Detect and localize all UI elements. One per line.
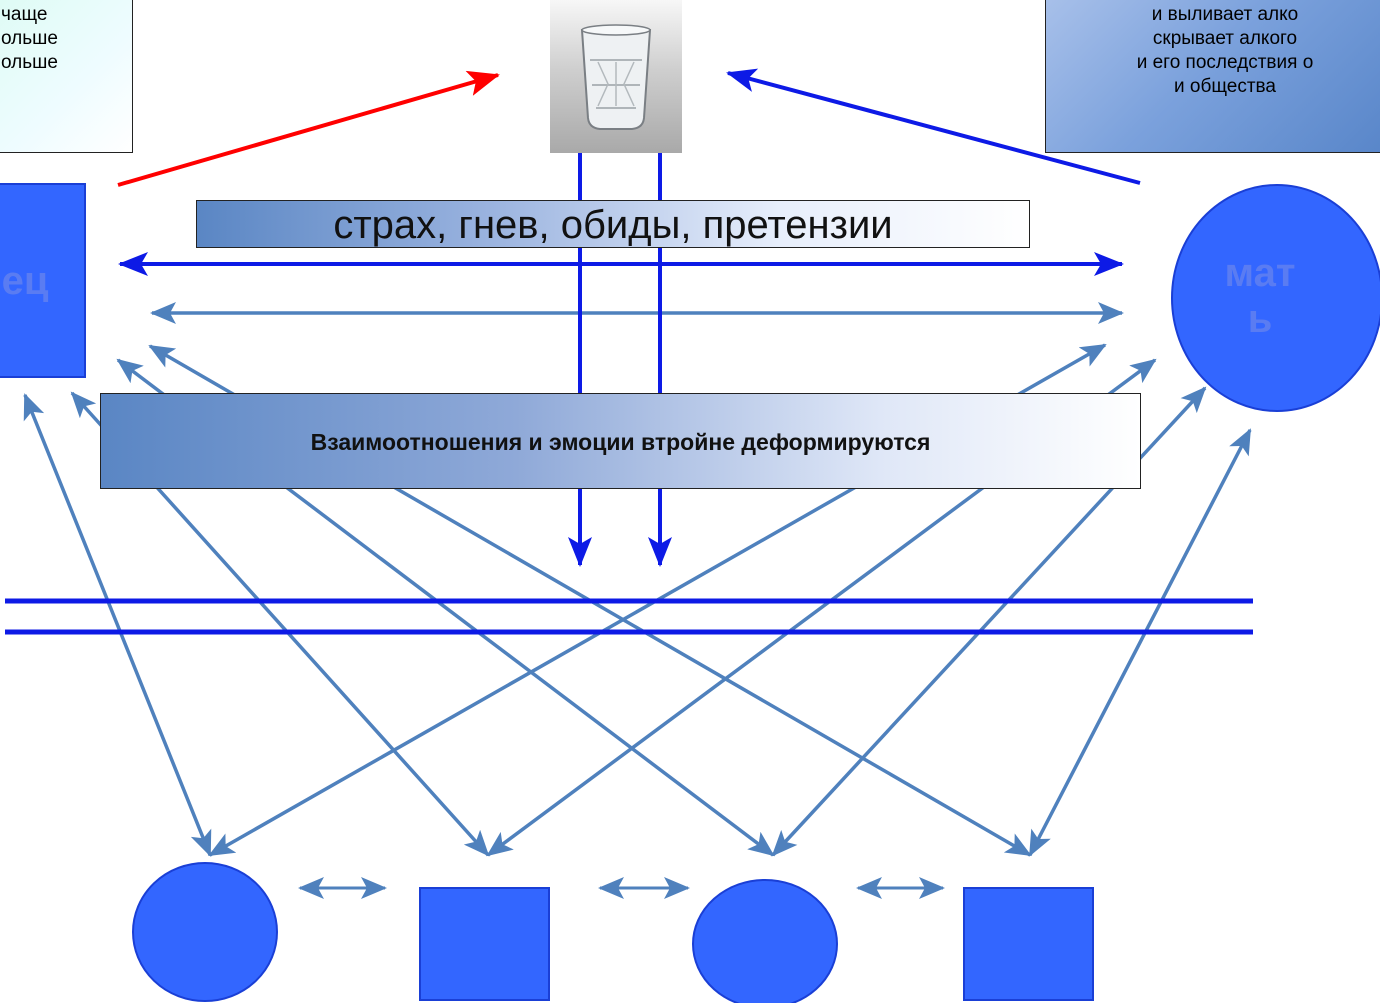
mother-label: мат ь (1190, 250, 1330, 342)
mother-label-line-1: мат (1224, 251, 1296, 295)
child-square-4 (963, 887, 1094, 1001)
note-left-line-1: чаще (1, 4, 48, 25)
arrow-father-to-glass (117, 70, 500, 187)
emotions-banner: страх, гнев, обиды, претензии (196, 200, 1030, 248)
note-left-line-3: ольше (1, 52, 58, 73)
glass-image (550, 0, 682, 153)
child-circle-3 (692, 879, 838, 1003)
mother-circle (1171, 184, 1380, 412)
glass-icon (580, 24, 652, 130)
deformation-banner: Взаимоотношения и эмоции втройне деформи… (100, 393, 1141, 489)
mother-label-line-2: ь (1247, 297, 1273, 341)
arrow-child4-mother (1028, 428, 1252, 857)
father-label: ец (1, 259, 49, 303)
note-right-line-2: скрывает алкого (1152, 28, 1298, 49)
note-left: чаще ольше ольше (0, 0, 133, 153)
note-right-line-1: и выливает алко (1151, 4, 1299, 25)
note-right: и выливает алко скрывает алкого и его по… (1045, 0, 1380, 153)
note-left-line-2: ольше (1, 28, 58, 49)
child-circle-1 (132, 862, 278, 1002)
note-right-line-4: и общества (1174, 76, 1276, 97)
father-square (0, 183, 86, 378)
child-square-2 (419, 887, 550, 1001)
note-right-line-3: и его последствия о (1136, 52, 1314, 73)
arrow-mother-to-glass (726, 68, 1141, 185)
